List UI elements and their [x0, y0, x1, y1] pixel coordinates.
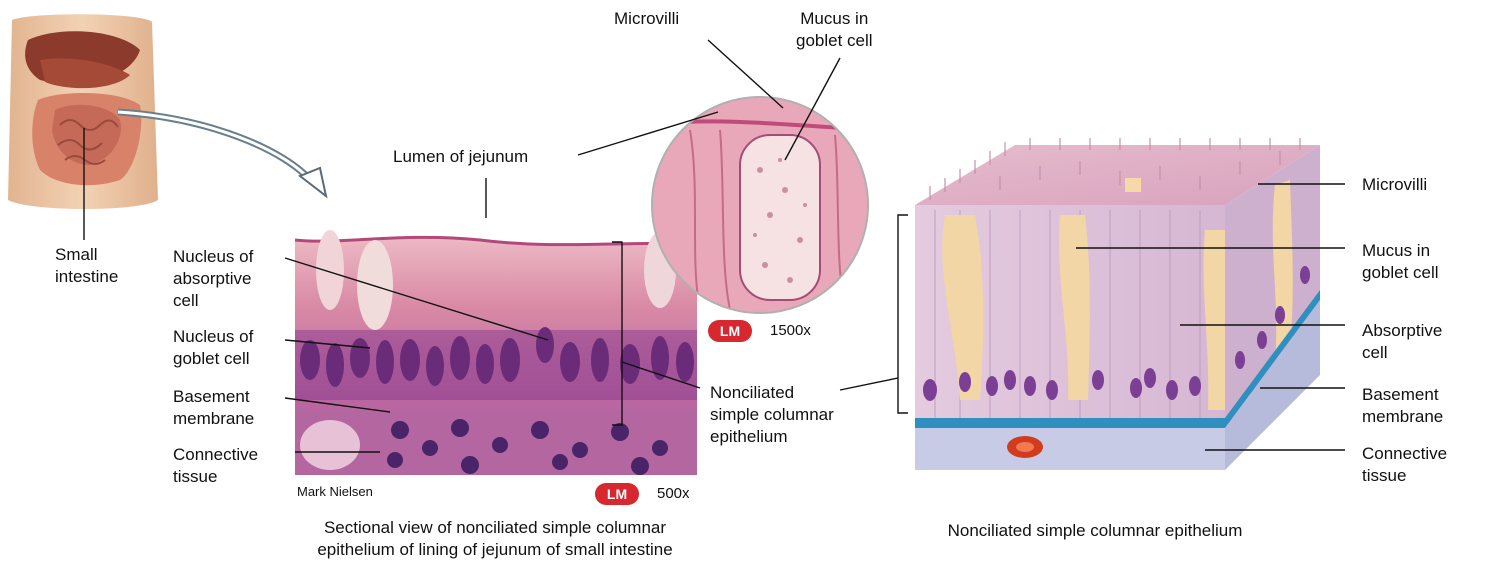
label-small-intestine: Small intestine	[55, 244, 118, 288]
magnification-zoom: 1500x	[770, 320, 811, 342]
magnification-main: 500x	[657, 483, 690, 505]
label-nucleus-goblet: Nucleus of goblet cell	[173, 326, 253, 370]
label-microvilli-block: Microvilli	[1362, 174, 1427, 196]
label-absorptive-cell-block: Absorptive cell	[1362, 320, 1442, 364]
label-basement-membrane-left: Basement membrane	[173, 386, 254, 430]
label-lumen-of-jejunum: Lumen of jejunum	[393, 146, 528, 168]
label-nonciliated-epithelium-mid: Nonciliated simple columnar epithelium	[710, 382, 834, 448]
micrograph-main	[295, 215, 697, 475]
label-mucus-block: Mucus in goblet cell	[1362, 240, 1439, 284]
lm-badge-main: LM	[595, 483, 639, 505]
label-microvilli-zoom: Microvilli	[614, 8, 679, 30]
caption-left: Sectional view of nonciliated simple col…	[255, 517, 735, 561]
label-connective-tissue-left: Connective tissue	[173, 444, 258, 488]
label-nucleus-absorptive: Nucleus of absorptive cell	[173, 246, 253, 312]
label-basement-membrane-block: Basement membrane	[1362, 384, 1443, 428]
tissue-block-illustration	[915, 138, 1320, 470]
caption-right: Nonciliated simple columnar epithelium	[900, 520, 1290, 542]
micrograph-zoom	[650, 95, 870, 315]
lm-badge-zoom: LM	[708, 320, 752, 342]
label-connective-tissue-block: Connective tissue	[1362, 443, 1447, 487]
label-mucus-zoom: Mucus in goblet cell	[796, 8, 873, 52]
photo-credit: Mark Nielsen	[297, 484, 373, 500]
